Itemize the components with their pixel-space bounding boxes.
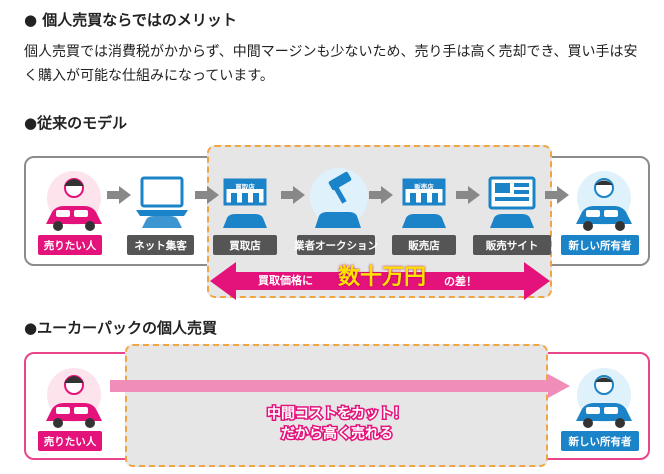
step-label-site: 販売サイト [473,235,551,255]
step-label-auction: 業者オークション [294,235,378,255]
merit-paragraph: 個人売買では消費税がかからず、中間マージンも少ないため、売り手は高く売却でき、買… [24,44,638,84]
buyer-with-car-icon [576,178,632,231]
seller-with-car-icon [46,178,102,231]
sales-site-icon [488,176,536,228]
ucarpac-label-seller: 売りたい人 [38,431,102,451]
cost-cut-message-line2: だから高く売れる [280,425,395,444]
cost-cut-message-line1: 中間コストをカット！ [266,405,409,424]
diff-amount: 数十万円 [338,265,427,290]
step-label-net: ネット集客 [127,235,194,255]
arrow-right-icon [545,186,569,204]
step-label-hanbai: 販売店 [392,235,456,255]
ucarpac-heading: ●ユーカーパックの個人売買 [24,319,217,337]
merit-heading: ● 個人売買ならではのメリット [24,11,237,29]
arrow-right-icon [456,186,480,204]
step-label-buyer: 新しい所有者 [561,235,639,255]
laptop-icon [136,176,188,228]
dealer-shop-sign: 販売店 [414,183,434,191]
step-label-seller: 売りたい人 [38,235,102,255]
gavel-icon [315,171,361,228]
diff-prefix: 買取価格に [258,274,313,287]
step-label-kaitori: 買取店 [213,235,277,255]
diff-suffix: の差！ [444,275,477,288]
arrow-right-icon [195,186,219,204]
arrow-right-icon [369,186,393,204]
ucarpac-label-buyer: 新しい所有者 [561,431,639,451]
dealer-shop-icon [402,178,446,228]
ucarpac-seller-with-car-icon [46,375,102,428]
direct-arrow-icon [110,374,570,398]
cost-cut-zone [125,344,548,467]
buyback-shop-sign: 買取店 [235,183,255,191]
arrow-right-icon [107,186,131,204]
buyback-shop-icon [223,178,267,228]
ucarpac-buyer-with-car-icon [576,375,632,428]
double-arrow-icon [210,262,550,300]
traditional-heading: ●従来のモデル [24,114,128,132]
arrow-right-icon [281,186,305,204]
